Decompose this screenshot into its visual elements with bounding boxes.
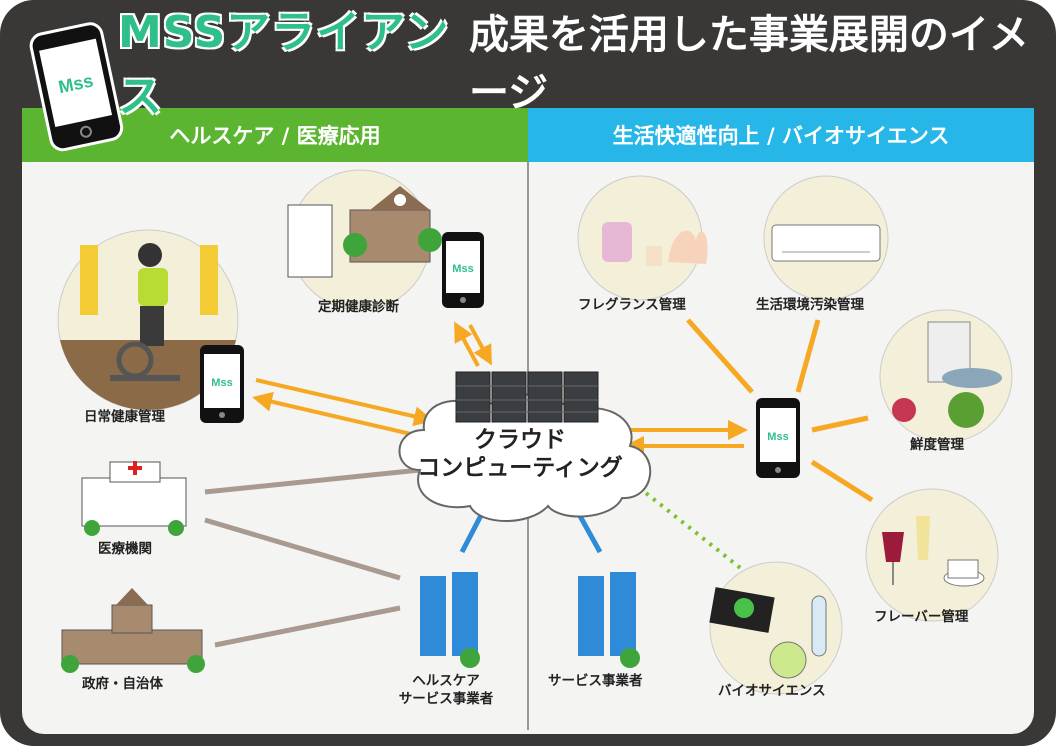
section-lifestyle-header: 生活快適性向上 / バイオサイエンス [528, 108, 1034, 162]
cloud-label-line1: クラウド [474, 427, 566, 453]
label-healthcare-provider-line2: サービス事業者 [398, 691, 494, 707]
government-building-icon [61, 588, 205, 673]
service-provider-towers-icon [578, 572, 640, 668]
cloud-icon [398, 393, 652, 522]
fragrance-illustration [577, 175, 708, 301]
svg-text:Mss: Mss [452, 263, 473, 275]
hospital-buildings-illustration [287, 169, 442, 311]
label-healthcare-provider: ヘルスケア サービス事業者 [396, 672, 496, 708]
label-fragrance: フレグランス管理 [578, 297, 686, 313]
label-periodic-checkup: 定期健康診断 [318, 299, 399, 315]
label-healthcare-provider-line1: ヘルスケア [412, 673, 480, 689]
spoke-flavor [810, 459, 874, 503]
page-title: MSSアライアンス 成果を活用した事業展開のイメージ [118, 7, 1056, 122]
line-medical [204, 467, 421, 495]
exercise-bike-illustration [57, 229, 239, 411]
cloud-label: クラウド コンピューティング [400, 426, 640, 482]
phone-checkup-icon: Mss [442, 232, 484, 308]
arrows-right-phone [624, 420, 748, 456]
title-brand: MSSアライアンス [118, 7, 450, 122]
air-conditioner-illustration [763, 175, 889, 301]
label-freshness: 鮮度管理 [910, 437, 964, 453]
label-service-provider: サービス事業者 [548, 673, 643, 689]
wine-coffee-illustration [865, 488, 999, 622]
healthcare-provider-towers-icon [420, 572, 480, 668]
server-rack-icon [455, 371, 599, 423]
medical-building-icon [81, 461, 187, 536]
label-flavor: フレーバー管理 [874, 609, 969, 625]
spoke-freshness [811, 415, 869, 433]
label-medical: 医療機関 [98, 541, 152, 557]
svg-text:Mss: Mss [211, 377, 232, 389]
line-bioscience [630, 480, 750, 576]
arrows-daily [252, 378, 434, 440]
spoke-fragrance [686, 318, 754, 394]
spoke-living-env [795, 319, 821, 393]
cloud-label-line2: コンピューティング [417, 455, 623, 481]
fresh-food-illustration [879, 309, 1013, 443]
label-bioscience: バイオサイエンス [718, 683, 826, 699]
phone-daily-icon: Mss [200, 345, 244, 423]
label-daily-health: 日常健康管理 [84, 409, 165, 425]
title-text: 成果を活用した事業展開のイメージ [468, 12, 1029, 116]
mss-phone-logo-icon: Mss [29, 22, 124, 152]
line-government [214, 605, 401, 648]
label-government: 政府・自治体 [82, 676, 163, 692]
svg-text:Mss: Mss [767, 431, 788, 443]
phone-center-right-icon: Mss [756, 398, 800, 478]
line-medical-healthcare [204, 517, 401, 581]
label-living-env: 生活環境汚染管理 [756, 297, 864, 313]
bioscience-illustration [709, 561, 843, 695]
arrows-checkup [454, 321, 492, 367]
